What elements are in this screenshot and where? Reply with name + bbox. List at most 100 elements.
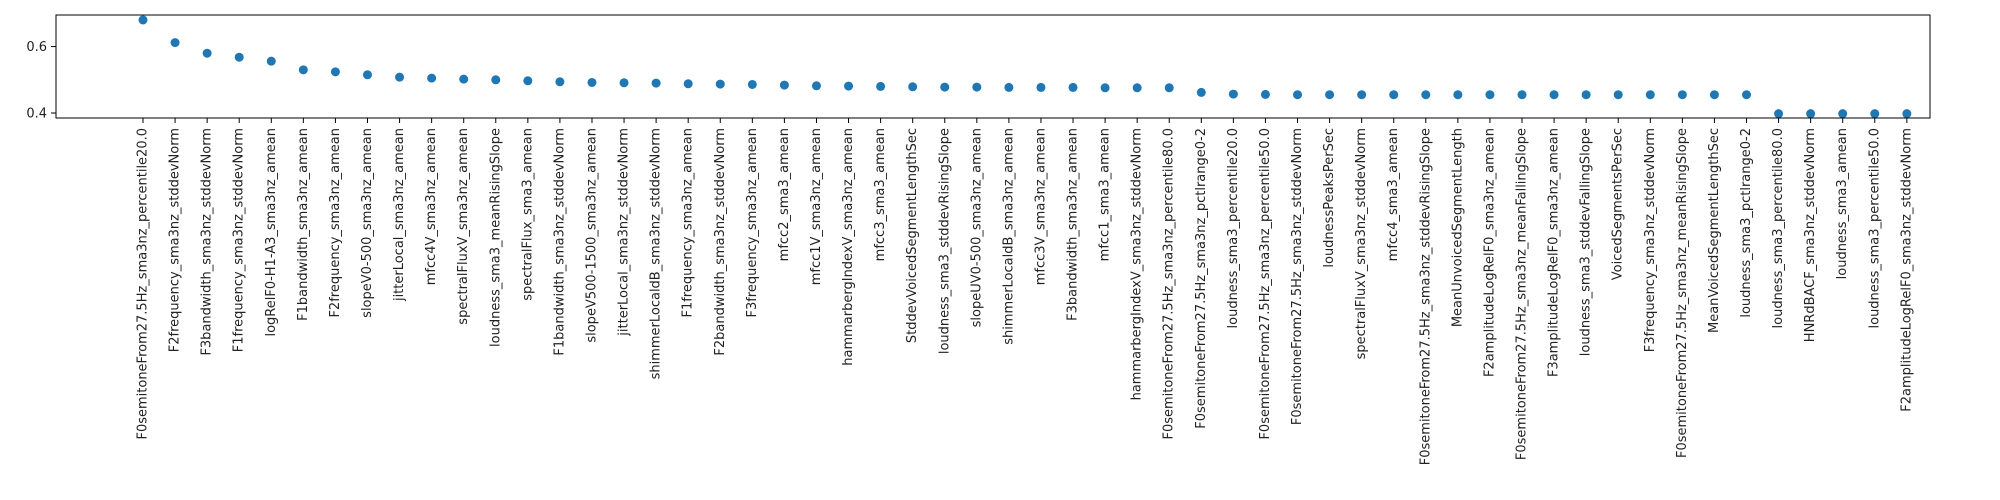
x-tick-label: hammarbergIndexV_sma3nz_stddevNorm (1130, 128, 1145, 400)
x-tick-label: F0semitoneFrom27.5Hz_sma3nz_stddevRising… (1418, 128, 1433, 465)
x-axis: F0semitoneFrom27.5Hz_sma3nz_percentile20… (136, 118, 1914, 465)
data-point (1838, 109, 1848, 119)
data-point (1068, 82, 1078, 92)
x-tick-label: F2bandwidth_sma3nz_stddevNorm (713, 128, 728, 356)
data-point (170, 38, 180, 48)
x-tick-label: mfcc1_sma3_amean (1098, 128, 1113, 261)
data-point (138, 15, 148, 25)
data-point (587, 77, 597, 87)
x-tick-label: mfcc3_sma3_amean (873, 128, 888, 261)
x-tick-label: F0semitoneFrom27.5Hz_sma3nz_stddevNorm (1290, 128, 1305, 425)
x-tick-label: F1frequency_sma3nz_stddevNorm (232, 128, 247, 352)
x-tick-label: mfcc1V_sma3nz_amean (809, 128, 824, 285)
data-point (1645, 90, 1655, 100)
x-tick-label: F0semitoneFrom27.5Hz_sma3nz_percentile50… (1258, 128, 1273, 440)
x-tick-label: mfcc4_sma3_amean (1386, 128, 1401, 261)
x-tick-label: slopeUV0-500_sma3nz_amean (969, 128, 984, 327)
data-point (1485, 90, 1495, 100)
data-point (876, 81, 886, 91)
data-point (395, 72, 405, 82)
data-point (1196, 87, 1206, 97)
data-point (1421, 90, 1431, 100)
x-tick-label: logRelF0-H1-A3_sma3nz_amean (264, 128, 279, 337)
data-point (459, 74, 469, 84)
data-point (1132, 83, 1142, 93)
x-tick-label: shimmerLocaldB_sma3nz_amean (1001, 128, 1016, 345)
x-tick-label: jitterLocal_sma3nz_amean (392, 128, 407, 302)
x-tick-label: loudness_sma3_amean (1835, 128, 1850, 279)
x-tick-label: loudness_sma3_percentile80.0 (1771, 128, 1786, 328)
data-point (1774, 109, 1784, 119)
data-point (715, 79, 725, 89)
data-point (1742, 90, 1751, 100)
data-point (362, 70, 372, 80)
data-point (940, 82, 950, 92)
data-points (138, 15, 1912, 119)
data-point (651, 78, 661, 88)
x-tick-label: spectralFluxV_sma3nz_stddevNorm (1354, 128, 1369, 359)
data-point (1260, 89, 1270, 99)
data-point (1613, 90, 1623, 100)
data-point (1581, 90, 1591, 100)
data-point (1870, 109, 1880, 119)
x-tick-label: F3bandwidth_sma3nz_stddevNorm (200, 128, 215, 356)
x-tick-label: spectralFlux_sma3_amean (520, 128, 535, 301)
x-tick-label: StddevVoicedSegmentLengthSec (905, 128, 920, 343)
x-tick-label: loudness_sma3_meanRisingSlope (488, 128, 503, 347)
data-point (1549, 90, 1559, 100)
x-tick-label: F0semitoneFrom27.5Hz_sma3nz_meanRisingSl… (1675, 128, 1690, 458)
x-tick-label: shimmerLocaldB_sma3nz_stddevNorm (649, 128, 664, 379)
x-tick-label: F0semitoneFrom27.5Hz_sma3nz_percentile20… (136, 128, 151, 440)
x-tick-label: jitterLocal_sma3nz_stddevNorm (617, 128, 632, 337)
data-point (972, 82, 982, 92)
x-tick-label: loudness_sma3_stddevFallingSlope (1579, 128, 1594, 356)
data-point (811, 81, 821, 91)
data-point (1806, 109, 1816, 119)
y-tick-label: 0.6 (26, 40, 47, 55)
x-tick-label: F1frequency_sma3nz_amean (681, 128, 696, 318)
data-point (555, 77, 565, 87)
x-tick-label: mfcc3V_sma3nz_amean (1033, 128, 1048, 285)
x-tick-label: F0semitoneFrom27.5Hz_sma3nz_meanFallingS… (1515, 128, 1530, 460)
data-point (1453, 90, 1463, 100)
data-point (234, 52, 244, 62)
x-tick-label: loudness_sma3_stddevRisingSlope (937, 128, 952, 354)
x-tick-label: VoicedSegmentsPerSec (1611, 128, 1626, 280)
x-tick-label: hammarbergIndexV_sma3nz_amean (841, 128, 856, 366)
x-tick-label: F2frequency_sma3nz_stddevNorm (168, 128, 183, 352)
y-tick-label: 0.4 (26, 107, 47, 122)
x-tick-label: F0semitoneFrom27.5Hz_sma3nz_pctlrange0-2 (1194, 128, 1209, 429)
x-tick-label: loudness_sma3_pctlrange0-2 (1739, 128, 1754, 318)
x-tick-label: MeanVoicedSegmentLengthSec (1707, 128, 1722, 333)
data-point (779, 80, 789, 90)
data-point (1100, 83, 1110, 93)
x-tick-label: F2frequency_sma3nz_amean (328, 128, 343, 318)
x-tick-label: HNRdBACF_sma3nz_stddevNorm (1803, 128, 1818, 342)
data-point (1902, 109, 1912, 119)
x-tick-label: slopeV0-500_sma3nz_amean (360, 128, 375, 318)
data-point (427, 73, 437, 83)
data-point (1517, 90, 1527, 100)
data-point (491, 75, 501, 85)
data-point (1228, 89, 1238, 99)
data-point (619, 78, 629, 88)
x-tick-label: loudnessPeaksPerSec (1322, 128, 1337, 268)
x-tick-label: mfcc4V_sma3nz_amean (424, 128, 439, 285)
data-point (1293, 90, 1303, 100)
x-tick-label: F3frequency_sma3nz_stddevNorm (1643, 128, 1658, 352)
data-point (298, 65, 308, 75)
x-tick-label: mfcc2_sma3_amean (777, 128, 792, 261)
data-point (1036, 82, 1046, 92)
plot-frame (55, 14, 1931, 119)
data-point (1677, 90, 1687, 100)
x-tick-label: loudness_sma3_percentile50.0 (1867, 128, 1882, 328)
x-tick-label: F3bandwidth_sma3nz_amean (1066, 128, 1081, 321)
x-tick-label: F0semitoneFrom27.5Hz_sma3nz_percentile80… (1162, 128, 1177, 440)
x-tick-label: loudness_sma3_percentile20.0 (1226, 128, 1241, 328)
data-point (683, 79, 693, 89)
data-point (1325, 90, 1335, 100)
data-point (1357, 90, 1367, 100)
x-tick-label: F2amplitudeLogRelF0_sma3nz_amean (1482, 128, 1497, 377)
x-tick-label: F2amplitudeLogRelF0_sma3nz_stddevNorm (1899, 128, 1914, 412)
